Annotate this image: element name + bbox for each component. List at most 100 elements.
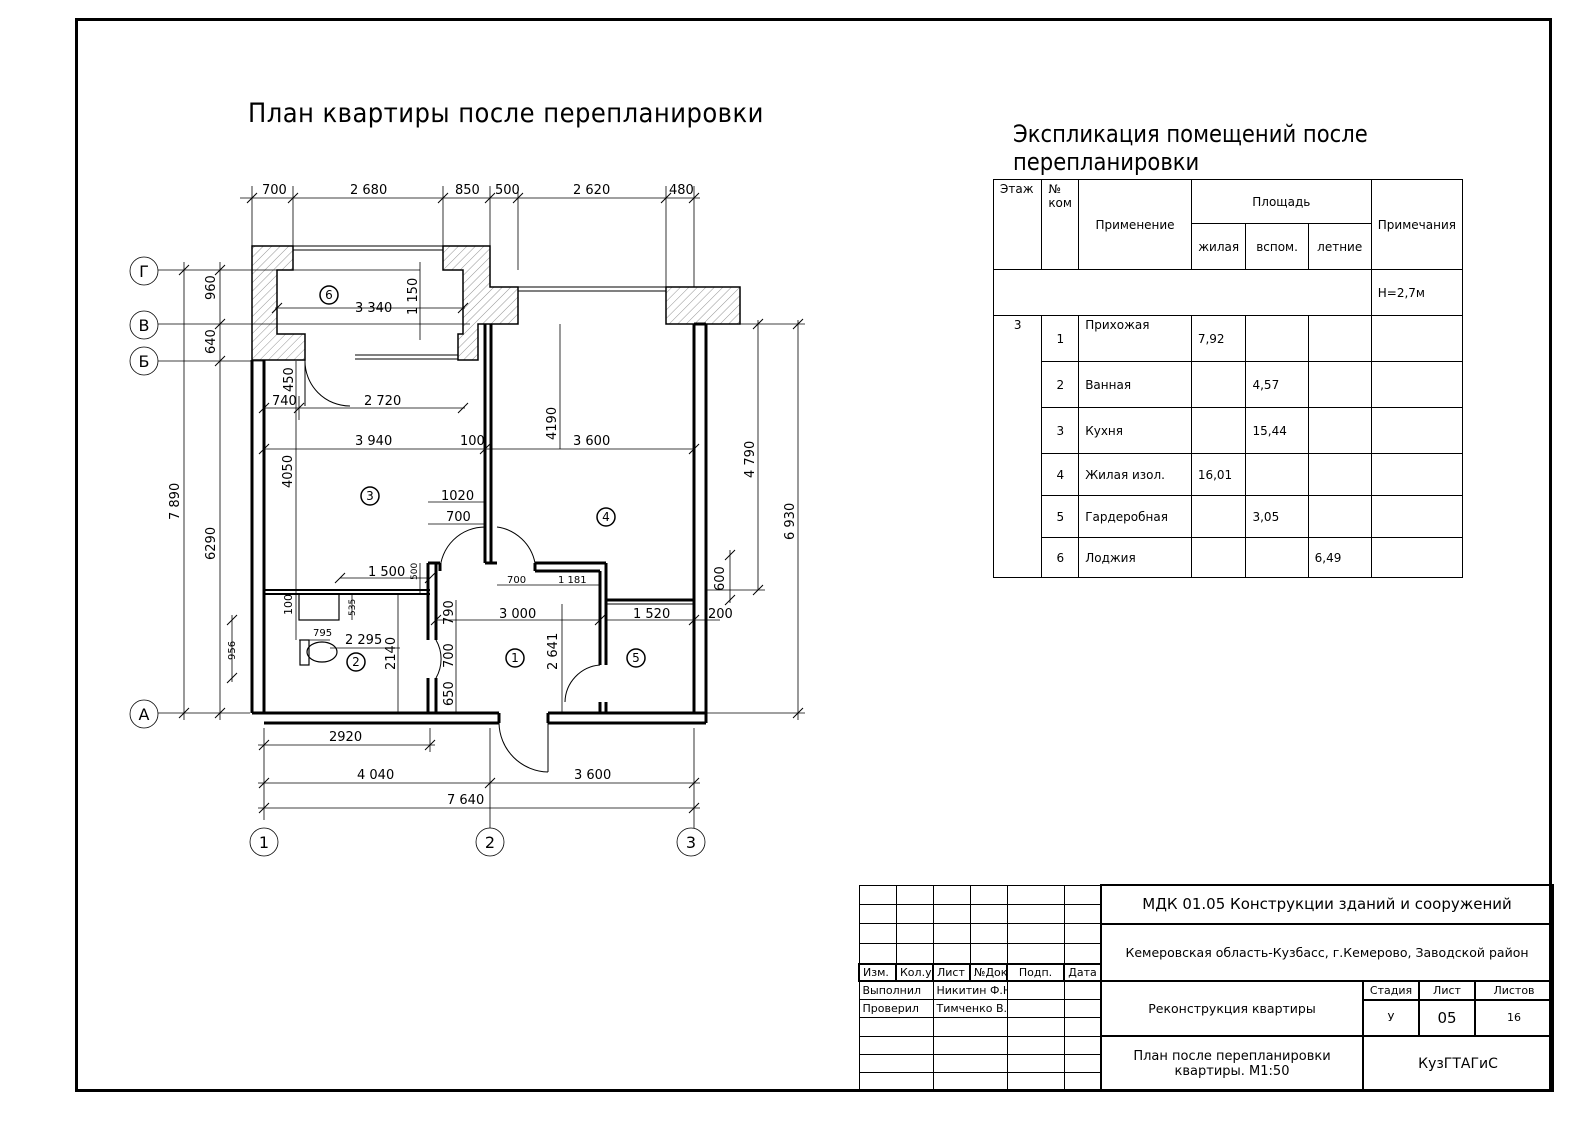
room-number: 2 <box>352 655 360 669</box>
row-no: 1 <box>1041 315 1080 362</box>
dim-top: 2 680 <box>350 183 387 198</box>
dim-right: 6 930 <box>783 503 798 540</box>
dim-inner: 1 150 <box>406 278 421 315</box>
row-living: 7,92 <box>1190 315 1247 362</box>
dim-inner: 450 <box>282 367 297 392</box>
checked-label: Проверил <box>858 999 934 1019</box>
row-aux <box>1245 453 1309 496</box>
header-date: Дата <box>1063 963 1102 983</box>
room-number: 3 <box>366 489 374 503</box>
axis-label-col: 3 <box>686 833 696 852</box>
header-room-no: № ком <box>1041 179 1080 270</box>
dim-inner: 535 <box>348 599 358 616</box>
dim-inner: 1 520 <box>633 607 670 622</box>
dim-inner: 1 500 <box>368 565 405 580</box>
dim-top: 2 620 <box>573 183 610 198</box>
dim-inner: 740 <box>272 394 297 409</box>
axis-label-row: В <box>139 316 150 335</box>
dim-inner: 100 <box>282 594 295 615</box>
header-floor: Этаж <box>992 179 1043 270</box>
organization: КузГТАГиС <box>1361 1035 1555 1092</box>
room-number: 4 <box>602 510 610 524</box>
header-sign: Подп. <box>1006 963 1065 983</box>
stage-value: У <box>1362 998 1420 1038</box>
row-aux <box>1245 537 1309 578</box>
row-name: Прихожая <box>1078 315 1192 362</box>
row-aux: 15,44 <box>1245 407 1309 454</box>
dim-left: 640 <box>204 329 219 354</box>
row-summer <box>1307 453 1372 496</box>
course-title: МДК 01.05 Конструкции зданий и сооружени… <box>1099 884 1555 925</box>
dim-top: 850 <box>455 183 480 198</box>
axis-markers: Г В Б А 1 2 3 <box>129 256 706 857</box>
row-aux <box>1245 315 1309 362</box>
dim-right: 600 <box>713 566 728 591</box>
dim-inner: 700 <box>507 575 526 586</box>
header-aux: вспом. <box>1245 223 1309 270</box>
dim-top: 480 <box>669 183 694 198</box>
header-use: Применение <box>1078 179 1192 270</box>
dim-inner: 790 <box>442 600 457 625</box>
header-sheet: Лист <box>932 963 971 983</box>
row-living <box>1190 361 1247 408</box>
dim-inner: 3 340 <box>355 301 392 316</box>
header-change: Изм. <box>858 963 897 983</box>
dim-right: 4 790 <box>743 441 758 478</box>
dimension-texts: 700 2 680 850 500 2 620 480 2920 4 040 3… <box>168 183 798 808</box>
height-note: H=2,7м <box>1370 269 1464 316</box>
axis-label-row: А <box>139 705 150 724</box>
dim-top: 700 <box>262 183 287 198</box>
row-name: Кухня <box>1078 407 1192 454</box>
dim-inner: 500 <box>410 563 420 580</box>
dim-inner: 3 600 <box>573 434 610 449</box>
row-name: Гардеробная <box>1078 495 1192 538</box>
row-no: 5 <box>1041 495 1080 538</box>
floor-value: 3 <box>992 315 1043 578</box>
header-doc: №Док. <box>969 963 1008 983</box>
dim-inner: 1020 <box>441 489 474 504</box>
dim-left: 7 890 <box>168 483 183 520</box>
dim-bottom: 3 600 <box>574 768 611 783</box>
plan-title: План квартиры после перепланировки <box>248 98 764 129</box>
drawing-title: План после перепланировки квартиры. М1:5… <box>1100 1035 1364 1092</box>
row-name: Жилая изол. <box>1078 453 1192 496</box>
doors <box>304 359 601 773</box>
stage-label: Стадия <box>1362 980 1420 1001</box>
dim-left: 6290 <box>204 527 219 560</box>
row-summer <box>1307 407 1372 454</box>
dim-inner: 100 <box>460 434 485 449</box>
row-aux: 3,05 <box>1245 495 1309 538</box>
project-name: Реконструкция квартиры <box>1100 980 1364 1038</box>
room-number: 5 <box>632 651 640 665</box>
row-living <box>1190 495 1247 538</box>
dim-top: 500 <box>495 183 520 198</box>
walls <box>250 245 708 725</box>
dim-inner: 650 <box>442 681 457 706</box>
dim-bottom: 4 040 <box>357 768 394 783</box>
dim-inner: 2 641 <box>546 633 561 670</box>
room-markers: 1 2 3 4 5 6 <box>319 285 646 672</box>
checked-name: Тимченко В.Л. <box>932 999 1008 1019</box>
header-count: Кол.уч. <box>895 963 934 983</box>
header-summer: летние <box>1307 223 1372 270</box>
room-number: 1 <box>511 651 519 665</box>
row-name: Лоджия <box>1078 537 1192 578</box>
location: Кемеровская область-Кузбасс, г.Кемерово,… <box>1099 922 1555 983</box>
dim-inner: 2140 <box>384 637 399 670</box>
axis-label-row: Б <box>139 352 150 371</box>
sheets-value: 16 <box>1473 998 1555 1038</box>
axis-label-col: 1 <box>259 833 269 852</box>
dim-inner: 700 <box>446 510 471 525</box>
row-name: Ванная <box>1078 361 1192 408</box>
dim-left: 956 <box>227 641 238 660</box>
dim-inner: 1 181 <box>558 575 587 586</box>
axis-label-row: Г <box>139 262 149 281</box>
row-aux: 4,57 <box>1245 361 1309 408</box>
dim-inner: 3 940 <box>355 434 392 449</box>
header-notes: Примечания <box>1370 179 1464 270</box>
axis-label-col: 2 <box>485 833 495 852</box>
dim-inner: 2 295 <box>345 633 382 648</box>
performed-label: Выполнил <box>858 980 934 1001</box>
dim-inner: 2 720 <box>364 394 401 409</box>
